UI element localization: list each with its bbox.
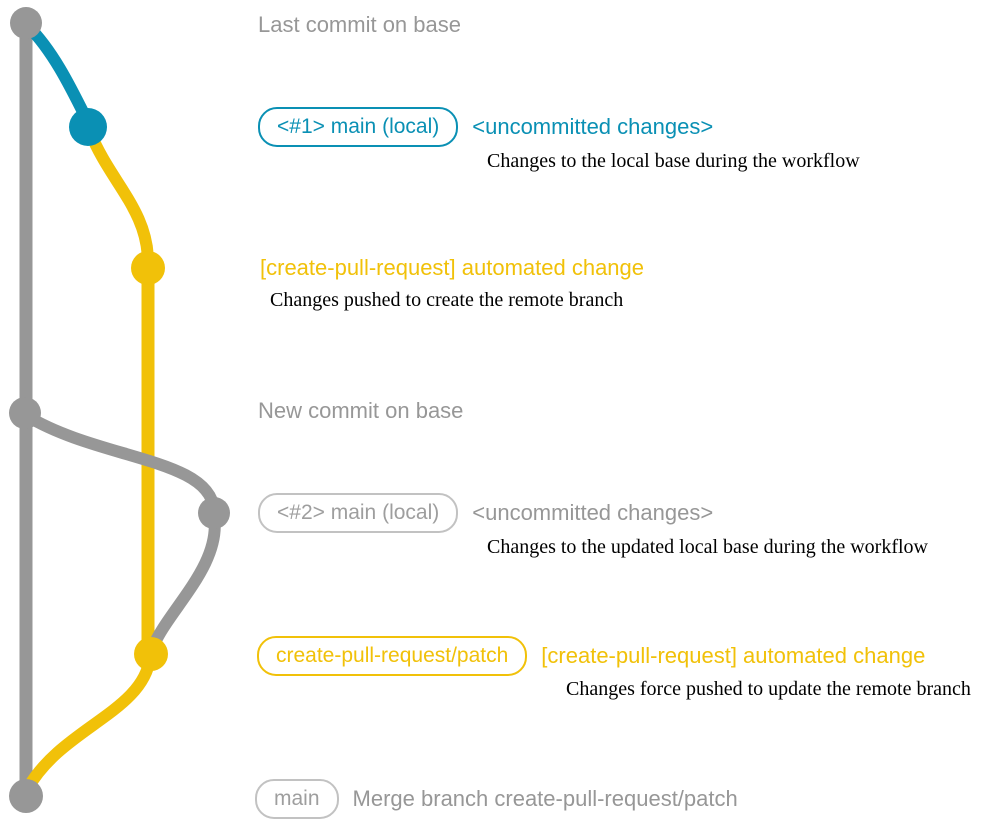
row-automated-change-2: create-pull-request/patch [create-pull-r…	[257, 636, 971, 702]
description-local-base-changes: Changes to the local base during the wor…	[487, 150, 860, 172]
commit-node-new-base	[9, 397, 41, 429]
commit-node-main-local-2	[198, 497, 230, 529]
commit-node-merge	[9, 779, 43, 813]
edge-patch-to-merge	[22, 652, 156, 794]
edge-local-2-to-patch-2	[147, 510, 221, 653]
row-new-commit-on-base: New commit on base	[258, 398, 463, 424]
automated-change-heading-1: [create-pull-request] automated change	[260, 255, 645, 280]
commit-node-last-base	[10, 7, 42, 39]
branch-badge-main-local-1: <#1> main (local)	[258, 107, 459, 147]
branch-badge-patch: create-pull-request/patch	[257, 636, 528, 676]
new-commit-heading: New commit on base	[258, 398, 464, 423]
row-automated-change-1: [create-pull-request] automated change C…	[260, 255, 644, 313]
commit-node-automated-2	[134, 637, 168, 671]
uncommitted-changes-heading-1: <uncommitted changes>	[472, 114, 714, 139]
row-last-commit-on-base: Last commit on base	[258, 12, 461, 38]
edge-base-to-local-main-2	[21, 410, 220, 516]
uncommitted-changes-heading-2: <uncommitted changes>	[472, 500, 714, 525]
row-main-local-1: <#1> main (local) <uncommitted changes> …	[258, 107, 860, 174]
description-push-create-branch: Changes pushed to create the remote bran…	[270, 289, 624, 311]
description-force-push-update-branch: Changes force pushed to update the remot…	[566, 678, 971, 700]
branch-badge-main-local-2: <#2> main (local)	[258, 493, 459, 533]
commit-node-automated-1	[131, 251, 165, 285]
row-main-local-2: <#2> main (local) <uncommitted changes> …	[258, 493, 928, 560]
last-commit-heading: Last commit on base	[258, 12, 461, 37]
edge-local-to-patch-1	[84, 126, 154, 268]
automated-change-heading-2: [create-pull-request] automated change	[541, 643, 926, 668]
row-merge-commit: main Merge branch create-pull-request/pa…	[255, 779, 738, 819]
commit-node-main-local-1	[69, 108, 107, 146]
branch-badge-main: main	[255, 779, 339, 819]
edge-base-to-local-main-1	[22, 20, 94, 128]
merge-commit-heading: Merge branch create-pull-request/patch	[352, 786, 738, 811]
description-updated-local-base-changes: Changes to the updated local base during…	[487, 536, 928, 558]
